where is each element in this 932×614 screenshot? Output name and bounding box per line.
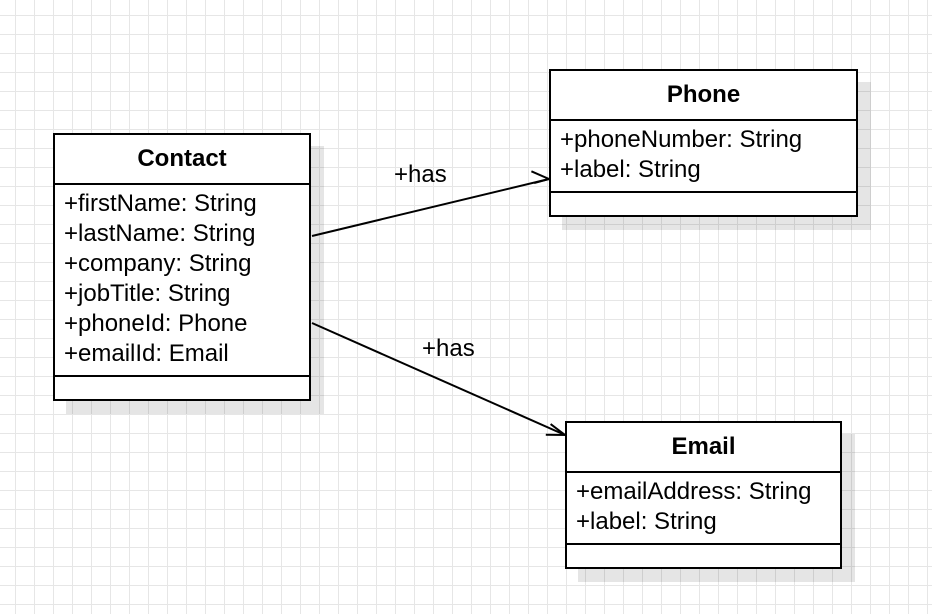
operations-compartment-email xyxy=(567,545,840,563)
attribute-list-contact: +firstName: String +lastName: String +co… xyxy=(55,185,309,377)
association-line-contact-phone[interactable] xyxy=(311,178,550,237)
attribute-row: +emailAddress: String xyxy=(576,478,812,505)
attribute-row: +phoneId: Phone xyxy=(64,310,248,337)
open-arrowhead-icon xyxy=(545,423,569,437)
operations-compartment-contact xyxy=(55,377,309,395)
association-label-contact-email: +has xyxy=(422,335,475,362)
attribute-row: +firstName: String xyxy=(64,190,257,217)
open-arrowhead-icon xyxy=(530,170,553,184)
attribute-row: +label: String xyxy=(576,508,717,535)
attribute-row: +label: String xyxy=(560,156,701,183)
attribute-row: +jobTitle: String xyxy=(64,280,231,307)
class-name-contact: Contact xyxy=(55,135,309,185)
association-label-contact-phone: +has xyxy=(394,161,447,188)
attribute-row: +phoneNumber: String xyxy=(560,126,803,153)
attribute-row: +emailId: Email xyxy=(64,340,229,367)
class-name-phone: Phone xyxy=(551,71,856,121)
class-name-email: Email xyxy=(567,423,840,473)
attribute-list-phone: +phoneNumber: String +label: String xyxy=(551,121,856,193)
class-box-email[interactable]: Email +emailAddress: String +label: Stri… xyxy=(565,421,842,569)
attribute-row: +lastName: String xyxy=(64,220,256,247)
operations-compartment-phone xyxy=(551,193,856,211)
class-box-phone[interactable]: Phone +phoneNumber: String +label: Strin… xyxy=(549,69,858,217)
class-box-contact[interactable]: Contact +firstName: String +lastName: St… xyxy=(53,133,311,401)
association-line-contact-email[interactable] xyxy=(311,322,566,436)
attribute-row: +company: String xyxy=(64,250,252,277)
attribute-list-email: +emailAddress: String +label: String xyxy=(567,473,840,545)
